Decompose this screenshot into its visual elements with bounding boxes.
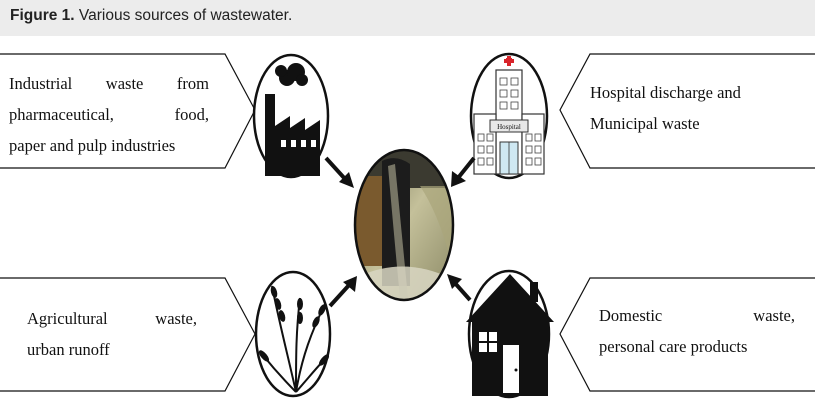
arrow-house-to-center [447,274,472,302]
industrial-line-3: paper and pulp industries [9,136,176,155]
industrial-line-1: Industrial waste from [9,74,209,93]
industrial-line-2: pharmaceutical, food, [9,105,209,124]
wheat-icon [254,270,332,398]
caption-label: Figure 1. [10,7,75,24]
agricultural-line-1: Agricultural waste, [27,309,197,328]
agricultural-source-text: Agricultural waste, urban runoff [27,303,197,365]
arrow-wheat-to-center [328,276,357,308]
arrow-hospital-to-center [451,156,476,187]
hospital-source-text: Hospital discharge and Municipal waste [590,77,805,139]
domestic-line-1: Domestic waste, [599,306,795,325]
hospital-line-2: Municipal waste [590,114,700,133]
caption-text: Various sources of wastewater. [78,7,293,24]
hospital-line-1: Hospital discharge and [590,83,741,102]
domestic-source-text: Domestic waste, personal care products [599,300,795,362]
arrow-factory-to-center [324,156,354,188]
industrial-source-text: Industrial waste from pharmaceutical, fo… [9,68,209,161]
figure-caption: Figure 1. Various sources of wastewater. [0,0,815,36]
house-icon [466,269,554,399]
hospital-icon: Hospital [469,52,549,180]
hospital-sign: Hospital [497,123,521,131]
diagram-graphics: Hospital [0,52,815,399]
domestic-line-2: personal care products [599,337,748,356]
domestic-frame [559,277,815,392]
agricultural-line-2: urban runoff [27,340,110,359]
hospital-frame [559,53,815,169]
wastewater-sources-diagram: Hospital [0,36,815,413]
wastewater-pipe-icon [353,148,455,302]
factory-icon [252,53,330,179]
